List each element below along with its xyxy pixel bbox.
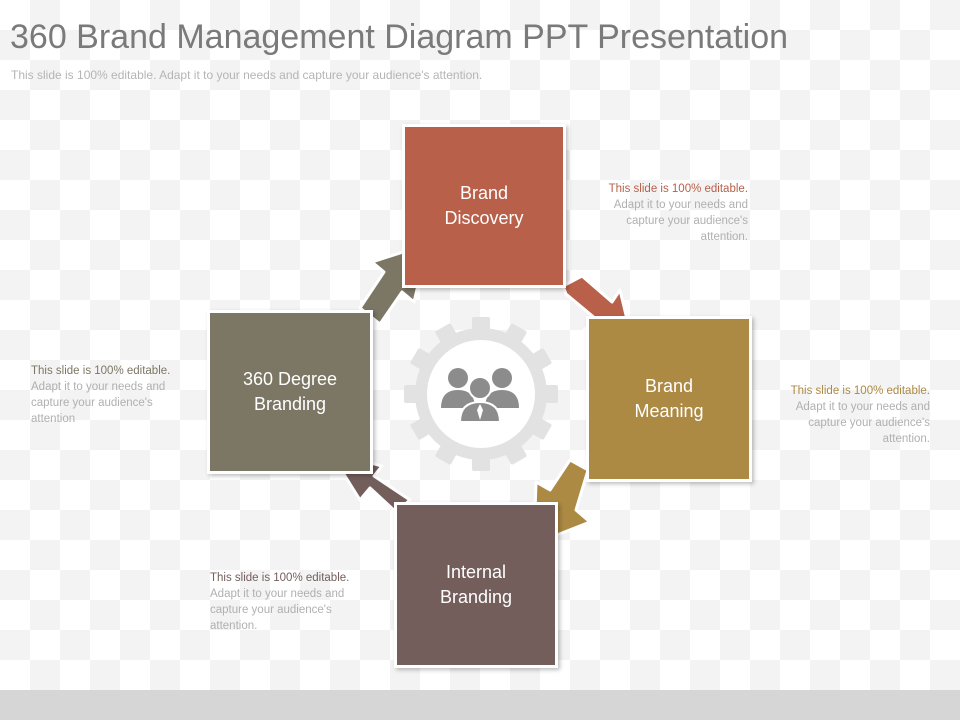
note-highlight: This slide is 100% editable. [608, 183, 748, 195]
note-highlight: This slide is 100% editable. [210, 572, 350, 584]
note-360-degree-branding: This slide is 100% editable. Adapt it to… [31, 363, 201, 427]
box-label: Brand Meaning [634, 375, 704, 421]
people-group-icon [441, 368, 519, 423]
box-brand-meaning: Brand Meaning [586, 316, 752, 482]
footer-bar [0, 690, 960, 720]
page-subtitle: This slide is 100% editable. Adapt it to… [11, 68, 483, 82]
box-brand-discovery: Brand Discovery [402, 124, 566, 288]
note-highlight: This slide is 100% editable. [790, 385, 930, 397]
note-text: Adapt it to your needs and capture your … [795, 401, 930, 445]
box-360-degree-branding: 360 Degree Branding [207, 310, 373, 474]
note-text: Adapt it to your needs and capture your … [31, 381, 166, 425]
note-text: Adapt it to your needs and capture your … [210, 588, 345, 632]
note-text: Adapt it to your needs and capture your … [613, 199, 748, 243]
note-brand-meaning: This slide is 100% editable. Adapt it to… [760, 383, 930, 447]
box-label: 360 Degree Branding [242, 368, 338, 414]
page-title: 360 Brand Management Diagram PPT Present… [10, 18, 789, 56]
note-internal-branding: This slide is 100% editable. Adapt it to… [210, 570, 380, 634]
note-brand-discovery: This slide is 100% editable. Adapt it to… [578, 181, 748, 245]
note-highlight: This slide is 100% editable. [31, 365, 171, 377]
box-label: Internal Branding [439, 561, 513, 607]
box-internal-branding: Internal Branding [394, 502, 558, 668]
box-label: Brand Discovery [444, 182, 524, 228]
